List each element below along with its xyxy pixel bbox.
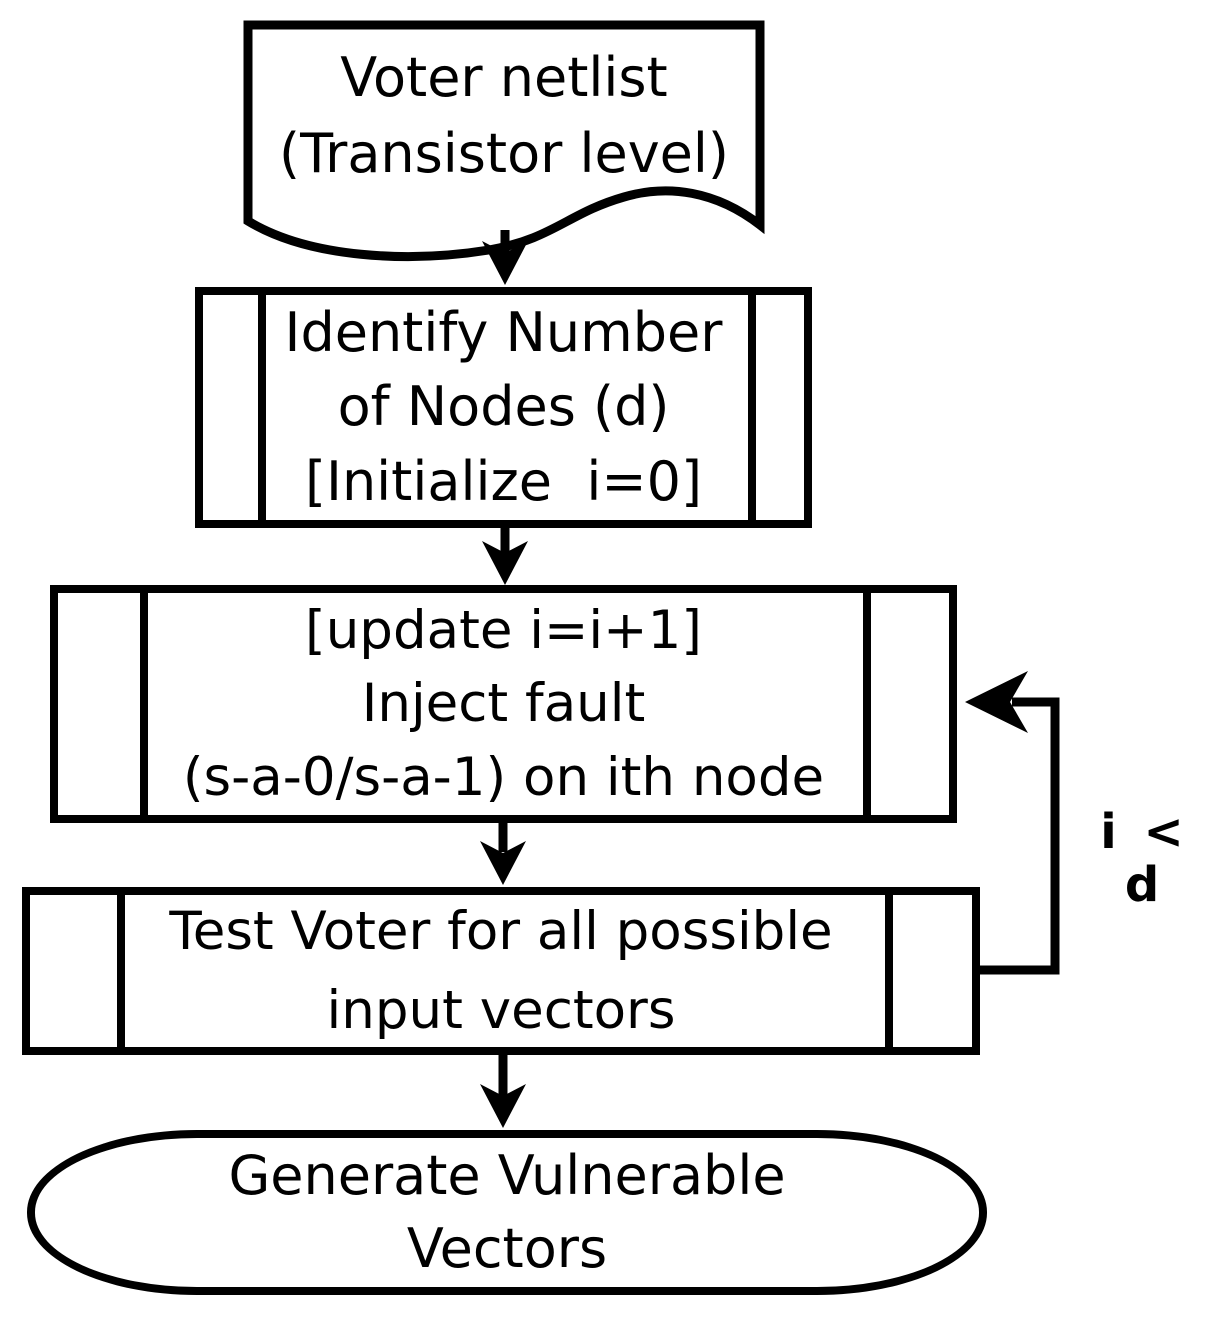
- node-voter-netlist-line2: (Transistor level): [279, 122, 729, 185]
- document-shape: [243, 20, 765, 261]
- node-voter-netlist-line1: Voter netlist: [340, 46, 668, 110]
- node-inject-fault: [update i=i+1] Inject fault (s-a-0/s-a-1…: [50, 585, 957, 823]
- node-test-line2: input vectors: [326, 980, 676, 1041]
- inject-left-bar: [140, 593, 148, 815]
- test-right-bar: [885, 895, 893, 1047]
- node-inject-line1: [update i=i+1]: [305, 600, 702, 662]
- identify-left-bar: [258, 295, 266, 520]
- node-generate-vectors: Generate Vulnerable Vectors: [27, 1130, 987, 1295]
- inject-right-bar: [863, 593, 871, 815]
- test-left-bar: [117, 895, 125, 1047]
- node-identify-nodes: Identify Number of Nodes (d) [Initialize…: [195, 287, 812, 528]
- node-generate-line2: Vectors: [406, 1216, 608, 1280]
- node-voter-netlist: Voter netlist (Transistor level): [248, 30, 760, 202]
- node-identify-line2: of Nodes (d): [337, 375, 670, 439]
- loop-condition-label: i < d: [1100, 804, 1184, 913]
- arrow-test-to-generate-head: [480, 1084, 526, 1128]
- node-generate-line1: Generate Vulnerable: [228, 1143, 786, 1207]
- node-test-line1: Test Voter for all possible: [169, 900, 833, 962]
- node-identify-line1: Identify Number: [284, 300, 723, 364]
- node-inject-line3: (s-a-0/s-a-1) on ith node: [182, 746, 825, 808]
- identify-right-bar: [748, 295, 756, 520]
- loop-connector: [978, 697, 1060, 975]
- loop-arrowhead: [965, 671, 1028, 733]
- arrow-doc-to-identify-head: [482, 241, 528, 285]
- arrow-inject-to-test-head: [480, 841, 526, 885]
- node-identify-line3: [Initialize i=0]: [304, 449, 703, 513]
- node-test-voter: Test Voter for all possible input vector…: [22, 887, 980, 1055]
- arrow-identify-to-inject-head: [482, 541, 528, 585]
- node-inject-line2: Inject fault: [361, 673, 646, 735]
